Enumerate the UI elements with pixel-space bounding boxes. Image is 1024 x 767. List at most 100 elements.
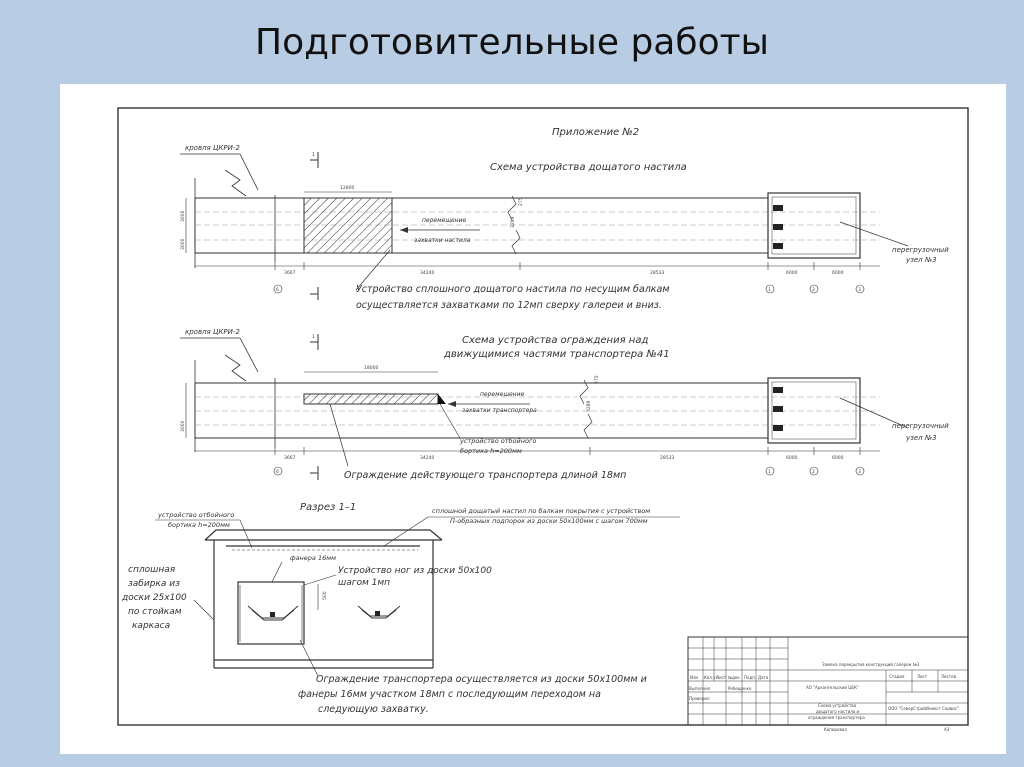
scheme2-axis-1: 1 xyxy=(768,469,771,475)
tb-size: А3 xyxy=(944,727,950,732)
tb-name-1: Ребещенко xyxy=(728,686,752,691)
section-legs-label-1: Устройство ног из доски 50х100 xyxy=(338,566,492,576)
scheme1-title: Схема устройства дощатого настила xyxy=(490,162,687,173)
scheme2-move-label-2: захватки транспортера xyxy=(462,407,537,414)
scheme2-roof-leader xyxy=(180,337,259,373)
scheme1-axis-3: 3 xyxy=(858,287,861,293)
section-left-label-5: каркаса xyxy=(132,621,170,631)
scheme2-node-leader xyxy=(839,397,909,429)
tb-sheets: Листов xyxy=(941,674,957,679)
section-legs-label-2: шагом 1мп xyxy=(338,578,390,588)
drawing-sheet: Приложение №2 Схема устройства дощатого … xyxy=(60,84,1006,754)
scheme1-dim-12800: 12800 xyxy=(340,185,354,191)
section-deck-leader xyxy=(383,516,429,547)
scheme1-axis-bubbles xyxy=(273,284,865,294)
tb-stage: Стадия xyxy=(889,674,905,679)
section-legs-dim: 500 xyxy=(322,591,328,600)
scheme1-break-lines xyxy=(507,195,521,255)
scheme2-roof-label: кровля ЦКРИ-2 xyxy=(185,328,240,336)
section-left-label-2: забирка из xyxy=(128,579,180,589)
scheme2-curb-triangle xyxy=(438,394,446,404)
scheme1-section-mark: 1 xyxy=(312,152,315,158)
scheme2-dim-34240: 34240 xyxy=(420,455,434,461)
scheme1-node-blocks xyxy=(773,205,783,249)
section-plywood-label: фанера 16мм xyxy=(290,554,336,562)
section-fence-label-2: фанеры 16мм участком 18мп с последующим … xyxy=(298,689,601,700)
section-fence-label-1: Ограждение транспортера осуществляется и… xyxy=(316,674,647,685)
scheme2-axis-3: 3 xyxy=(858,469,861,475)
scheme2-dim-275: 275 xyxy=(594,375,600,384)
scheme1-dim-28533: 28533 xyxy=(650,270,664,276)
tb-header: Замена перекрытия конструкций галереи №3 xyxy=(822,662,920,667)
tb-desc-2: дощатого настила и xyxy=(816,709,860,714)
slide-title: Подготовительные работы xyxy=(255,22,769,63)
tb-desc-3: ограждения транспортера xyxy=(808,715,865,720)
scheme2-title-line-1: Схема устройства ограждения над xyxy=(462,335,648,346)
tb-company: АО "Архангельский ЦБК" xyxy=(806,685,859,690)
scheme1-roof-leader xyxy=(180,153,259,191)
scheme2-break-lines xyxy=(579,379,593,439)
title-block: Замена перекрытия конструкций галереи №3… xyxy=(687,636,969,732)
tb-col-3: Лист xyxy=(716,675,727,680)
scheme1-dim-275: 275 xyxy=(518,197,524,206)
scheme2-dim-3667: 3667 xyxy=(284,455,296,461)
scheme1-centerlines xyxy=(195,211,880,241)
scheme2-axis-bubbles xyxy=(273,466,865,476)
tb-row-1: Выполнил xyxy=(689,686,711,691)
scheme1-dim-lines xyxy=(185,191,880,270)
scheme1-dim-3667: 3667 xyxy=(284,270,296,276)
scheme2-dim-3000: 3000 xyxy=(180,420,186,432)
scheme1-dim-34240: 34240 xyxy=(420,270,434,276)
section-fence-box xyxy=(237,581,305,645)
scheme1-node-label-1: перегрузочный xyxy=(892,246,949,254)
scheme2-note: Ограждение действующего транспортера дли… xyxy=(344,470,626,481)
scheme1-deck-section-hatch xyxy=(303,197,393,254)
scheme1-note-line-1: Устройство сплошного дощатого настила по… xyxy=(356,284,670,295)
scheme1-move-arrow xyxy=(400,227,480,233)
scheme1-note-leader xyxy=(355,249,391,291)
scheme2-building-left xyxy=(194,354,276,452)
scheme1-node-label-2: узел №3 xyxy=(905,256,937,264)
scheme2-dim-28533: 28533 xyxy=(660,455,674,461)
tb-sheet: Лист xyxy=(917,674,928,679)
tb-col-6: Дата xyxy=(758,675,769,680)
section-curb-leader xyxy=(239,519,253,549)
scheme1-axis-6: 6 xyxy=(276,287,279,293)
tb-format: Копировал xyxy=(824,727,847,732)
scheme2-dim-3289: 3289 xyxy=(586,400,592,412)
section-fence-leader xyxy=(299,639,319,677)
scheme2-node-label-2: узел №3 xyxy=(905,434,937,442)
section-deck-label-2: П-образных подпорок из доски 50х100мм с … xyxy=(450,517,648,525)
scheme2-dim-6000a: 6000 xyxy=(786,455,798,461)
section-left-label-4: по стойкам xyxy=(128,607,182,617)
scheme1-axis-2: 2 xyxy=(812,287,815,293)
section-gallery-profile xyxy=(204,529,443,669)
tb-row-2: Проверил xyxy=(689,696,710,701)
section-legs-leader xyxy=(303,574,337,586)
section-deck-label-1: сплошной дощатый настил по балкам покрыт… xyxy=(432,507,650,515)
section-curb-label-1: устройство отбойного xyxy=(157,511,234,519)
section-left-leader xyxy=(193,599,215,621)
scheme2-note-leader xyxy=(329,403,349,467)
scheme2-node-label-1: перегрузочный xyxy=(892,422,949,430)
tb-desc-1: Схема устройства xyxy=(818,703,857,708)
scheme2-node-blocks xyxy=(773,387,783,431)
tb-col-1: Изм xyxy=(690,675,698,680)
scheme2-dim-18000: 18000 xyxy=(364,365,378,371)
appendix-label: Приложение №2 xyxy=(552,127,639,138)
section-fence-label-3: следующую захватку. xyxy=(318,704,429,715)
scheme2-centerlines xyxy=(195,396,880,426)
tb-col-2: Кол.уч xyxy=(704,675,718,680)
scheme2-move-arrow xyxy=(448,401,530,407)
tb-contractor: ООО "СеверСтройИнвест Сервис" xyxy=(888,706,959,711)
scheme2-side-label-1: устройство отбойного xyxy=(459,437,536,445)
scheme1-dim-3289: 3289 xyxy=(510,216,516,228)
section-left-label-3: доски 25х100 xyxy=(121,593,187,603)
scheme2-dim-6000b: 6000 xyxy=(832,455,844,461)
scheme2-transfer-node xyxy=(767,377,861,444)
scheme2-section-mark: 1 xyxy=(312,334,315,340)
scheme1-dim-6000a: 6000 xyxy=(786,270,798,276)
scheme1-dim-3000b: 3000 xyxy=(180,210,186,222)
scheme1-transfer-node xyxy=(767,192,861,259)
scheme2-fence-section-hatch xyxy=(303,393,439,405)
